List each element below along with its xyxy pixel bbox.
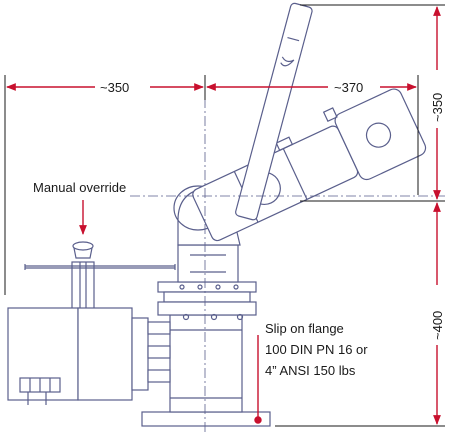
- flange-label-line2: 100 DIN PN 16 or: [265, 342, 368, 357]
- dim-height-lower: ~400: [430, 311, 445, 340]
- base-plate: [141, 411, 271, 427]
- override-shaft: [71, 261, 95, 311]
- dim-width-left: ~350: [100, 80, 129, 95]
- callout-leaders: [79, 200, 262, 424]
- riser: [177, 244, 239, 283]
- upper-flange: [157, 281, 257, 293]
- barrel: [192, 88, 427, 242]
- dimension-lines: [6, 6, 441, 425]
- manual-override-label: Manual override: [33, 180, 126, 195]
- dim-height-upper: ~350: [430, 93, 445, 122]
- flange-leader-dot: [254, 416, 262, 424]
- flange-label-line3: 4” ANSI 150 lbs: [265, 363, 356, 378]
- nozzle: [334, 88, 427, 181]
- machine-outline: [7, 2, 445, 432]
- dim-width-right: ~370: [334, 80, 363, 95]
- main-column: [169, 314, 243, 413]
- flange-label-line1: Slip on flange: [265, 321, 344, 336]
- extension-lines: [4, 4, 445, 427]
